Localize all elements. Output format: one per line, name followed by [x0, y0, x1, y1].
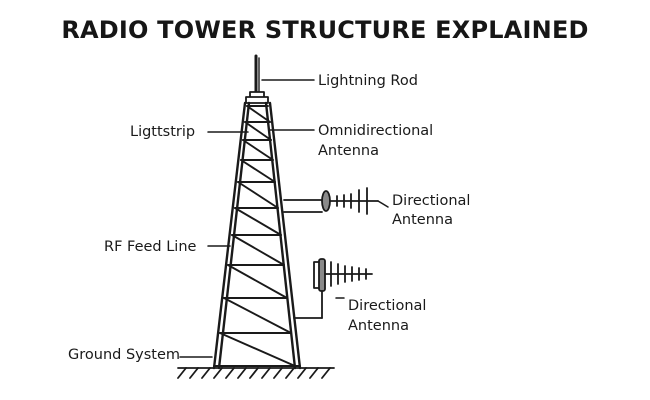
label-rf-feed-line: RF Feed Line — [104, 239, 197, 255]
label-directional-antenna-lower-line1: Directional — [348, 298, 426, 314]
label-directional-antenna-upper-line1: Directional — [392, 193, 470, 209]
diagram-title: RADIO TOWER STRUCTURE EXPLAINED — [61, 16, 589, 44]
label-directional-antenna-upper-line2: Antenna — [392, 212, 453, 228]
label-lightning-rod: Lightning Rod — [318, 73, 418, 89]
directional-antenna-upper — [283, 187, 379, 215]
tower-lattice — [213, 105, 301, 367]
label-directional-antenna-lower-line2: Antenna — [348, 318, 409, 334]
label-ground-system: Ground System — [68, 347, 180, 363]
ground-hatching — [177, 367, 335, 379]
leader-lines — [179, 79, 389, 358]
label-omni-antenna-line1: Omnidirectional — [318, 123, 433, 139]
label-light-strip: Ligttstrip — [130, 124, 195, 140]
label-omni-antenna-line2: Antenna — [318, 143, 379, 159]
directional-antenna-lower — [293, 258, 373, 319]
lightning-rod — [245, 54, 269, 104]
